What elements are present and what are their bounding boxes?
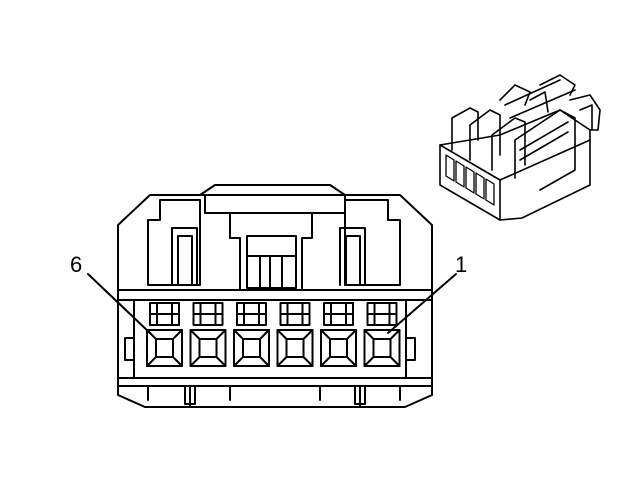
pin-cavity-1 bbox=[363, 302, 401, 367]
pin-cavity-2 bbox=[320, 302, 357, 367]
pin-cavity-3 bbox=[276, 302, 314, 367]
pin-cavity-5 bbox=[189, 302, 227, 367]
pin-1-leader-line bbox=[387, 273, 457, 334]
connector-housing-outline bbox=[117, 184, 433, 408]
left-lock-tower bbox=[147, 199, 201, 286]
pin-cavity-6 bbox=[146, 302, 183, 367]
pin-cavities bbox=[146, 302, 401, 367]
pin-cavity-4 bbox=[233, 302, 270, 367]
pin-6-label: 6 bbox=[70, 252, 82, 277]
pin-1-label: 1 bbox=[455, 252, 467, 277]
connector-isometric-view bbox=[439, 74, 601, 221]
top-latch bbox=[204, 194, 346, 214]
connector-front-view bbox=[117, 184, 433, 408]
pin-6-leader-line bbox=[87, 273, 151, 334]
right-lock-tower bbox=[344, 199, 401, 286]
